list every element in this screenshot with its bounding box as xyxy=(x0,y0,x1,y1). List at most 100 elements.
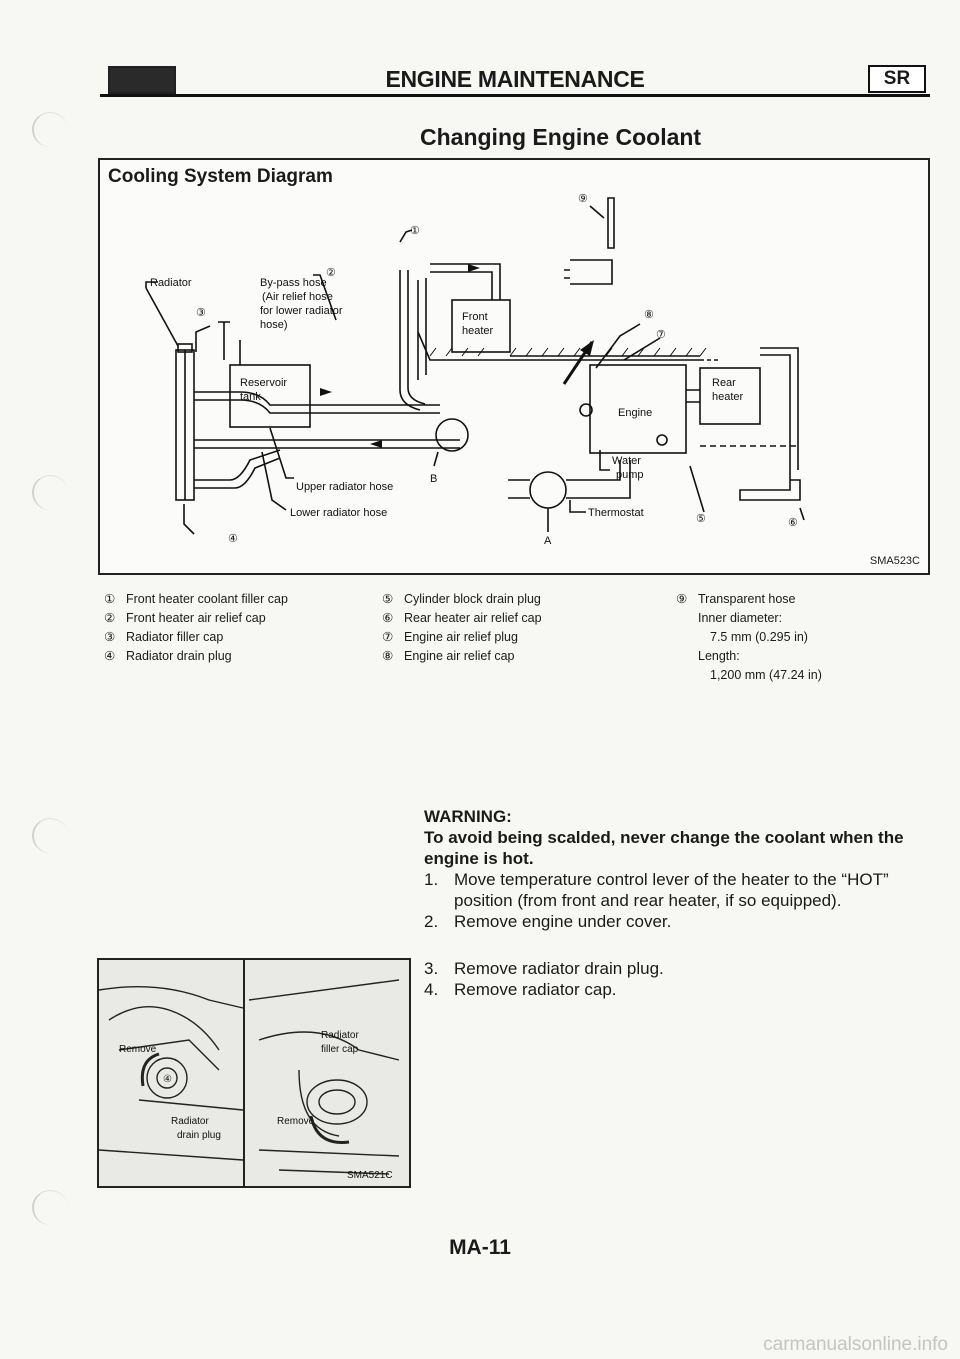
spec-diameter-label: Inner diameter: xyxy=(698,611,783,625)
illustration-code: SMA521C xyxy=(347,1170,393,1181)
label-reservoir-1: Reservoir xyxy=(240,377,287,389)
warning-text: To avoid being scalded, never change the… xyxy=(424,828,904,868)
page-header: ENGINE MAINTENANCE SR xyxy=(100,60,930,100)
legend-text: Rear heater air relief cap xyxy=(404,611,542,625)
steps-list-continued: 3. Remove radiator drain plug. 4. Remove r… xyxy=(424,958,904,1000)
legend-text: Front heater air relief cap xyxy=(126,611,266,625)
label-point-a: A xyxy=(544,535,552,547)
callout-1: ① xyxy=(410,225,420,237)
legend-num: ⑨ xyxy=(676,592,688,606)
callout-5: ⑤ xyxy=(696,513,706,525)
label-rear-heater-1: Rear xyxy=(712,377,736,389)
label-engine: Engine xyxy=(618,407,652,419)
illustration-num-4: ④ xyxy=(163,1074,172,1085)
label-water-pump-1: Water xyxy=(612,455,641,467)
watermark: carmanualsonline.info xyxy=(763,1334,948,1355)
legend-num: ② xyxy=(104,611,116,625)
legend-column-2: ⑤ Cylinder block drain plug ⑥ Rear heater … xyxy=(382,590,632,666)
legend-text: Cylinder block drain plug xyxy=(404,592,541,606)
warning-heading: WARNING: xyxy=(424,807,512,826)
step-number: 4. xyxy=(424,980,439,999)
legend-text: Front heater coolant filler cap xyxy=(126,592,288,606)
legend-text: Radiator drain plug xyxy=(126,649,232,663)
step-item: 2. Remove engine under cover. xyxy=(424,911,924,932)
callout-2: ② xyxy=(326,267,336,279)
label-thermostat: Thermostat xyxy=(588,507,644,519)
binder-hole xyxy=(32,475,68,510)
legend-text: Engine air relief cap xyxy=(404,649,515,663)
illustration-remove-left: Remove xyxy=(119,1044,157,1055)
label-bypass-3: for lower radiator xyxy=(260,305,343,317)
legend-item: ③ Radiator filler cap xyxy=(104,628,364,647)
spec-length-value: 1,200 mm (47.24 in) xyxy=(710,668,822,682)
header-rule xyxy=(100,94,930,97)
spec-diameter-value: 7.5 mm (0.295 in) xyxy=(710,630,808,644)
step-number: 3. xyxy=(424,959,439,978)
legend-column-1: ① Front heater coolant filler cap ② Front … xyxy=(104,590,364,666)
step-text: Move temperature control lever of the he… xyxy=(454,870,889,910)
engine-badge: SR xyxy=(868,65,926,93)
callout-8: ⑧ xyxy=(644,309,654,321)
spec-length-label: Length: xyxy=(698,649,740,663)
diagram-drawing: Radiator By-pass hose (Air relief hose f… xyxy=(145,193,805,547)
callout-7: ⑦ xyxy=(656,329,666,341)
callout-4: ④ xyxy=(228,533,238,545)
legend-item: ⑨ Transparent hose xyxy=(676,590,916,609)
step-text: Remove engine under cover. xyxy=(454,912,672,931)
engine-block xyxy=(589,364,687,454)
reservoir-tank-shape xyxy=(229,364,311,428)
binder-hole xyxy=(32,112,68,147)
legend-num: ③ xyxy=(104,630,116,644)
step-number: 1. xyxy=(424,870,439,889)
steps-list: 1. Move temperature control lever of the … xyxy=(424,869,924,932)
legend-column-3: ⑨ Transparent hose Inner diameter: 7.5 mm… xyxy=(676,590,916,685)
illustration-cap-label-2: filler cap xyxy=(321,1044,359,1055)
step-text: Remove radiator cap. xyxy=(454,980,617,999)
cooling-system-diagram: Cooling System Diagram xyxy=(98,158,930,575)
label-lower-hose: Lower radiator hose xyxy=(290,507,387,519)
label-front-heater-2: heater xyxy=(462,325,494,337)
step-item: 3. Remove radiator drain plug. xyxy=(424,958,904,979)
section-tab-icon xyxy=(108,66,176,94)
page-number: MA-11 xyxy=(449,1236,511,1259)
legend-item: ⑥ Rear heater air relief cap xyxy=(382,609,632,628)
diagram-code: SMA523C xyxy=(869,555,920,567)
legend-num: ⑥ xyxy=(382,611,394,625)
drain-plug-illustration: Remove ④ Radiator drain plug Radiator fi… xyxy=(97,958,411,1188)
legend-num: ⑤ xyxy=(382,592,394,606)
step-item: 4. Remove radiator cap. xyxy=(424,979,904,1000)
illustration-cap-label-1: Radiator xyxy=(321,1030,359,1041)
illustration-drain-label-2: drain plug xyxy=(177,1130,221,1141)
legend-item: ⑤ Cylinder block drain plug xyxy=(382,590,632,609)
legend-item: ① Front heater coolant filler cap xyxy=(104,590,364,609)
illustration-drain-label-1: Radiator xyxy=(171,1116,209,1127)
label-bypass-1: By-pass hose xyxy=(260,277,327,289)
illustration-divider xyxy=(243,960,245,1186)
label-upper-hose: Upper radiator hose xyxy=(296,481,393,493)
page-title: Changing Engine Coolant xyxy=(420,124,702,150)
legend-num: ① xyxy=(104,592,116,606)
label-bypass-4: hose) xyxy=(260,319,288,331)
legend-text: Engine air relief plug xyxy=(404,630,518,644)
legend-text: Transparent hose xyxy=(698,592,796,606)
label-reservoir-2: tank xyxy=(240,391,261,403)
legend-num: ④ xyxy=(104,649,116,663)
binder-hole xyxy=(32,1190,68,1225)
legend-num: ⑦ xyxy=(382,630,394,644)
label-water-pump-2: pump xyxy=(616,469,644,481)
step-number: 2. xyxy=(424,912,439,931)
callout-3: ③ xyxy=(196,307,206,319)
illustration-remove-right: Remove xyxy=(277,1116,315,1127)
binder-hole xyxy=(32,818,68,853)
illustration-drawing: Remove ④ Radiator drain plug Radiator fi… xyxy=(99,979,400,1181)
warning-block: WARNING: To avoid being scalded, never c… xyxy=(424,806,924,932)
step-text: Remove radiator drain plug. xyxy=(454,959,664,978)
legend-item: ② Front heater air relief cap xyxy=(104,609,364,628)
step-item: 1. Move temperature control lever of the … xyxy=(424,869,924,911)
legend-text: Radiator filler cap xyxy=(126,630,224,644)
label-rear-heater-2: heater xyxy=(712,391,744,403)
label-radiator: Radiator xyxy=(150,277,192,289)
legend-num: ⑧ xyxy=(382,649,394,663)
legend-item: ⑧ Engine air relief cap xyxy=(382,647,632,666)
callout-9: ⑨ xyxy=(578,193,588,205)
